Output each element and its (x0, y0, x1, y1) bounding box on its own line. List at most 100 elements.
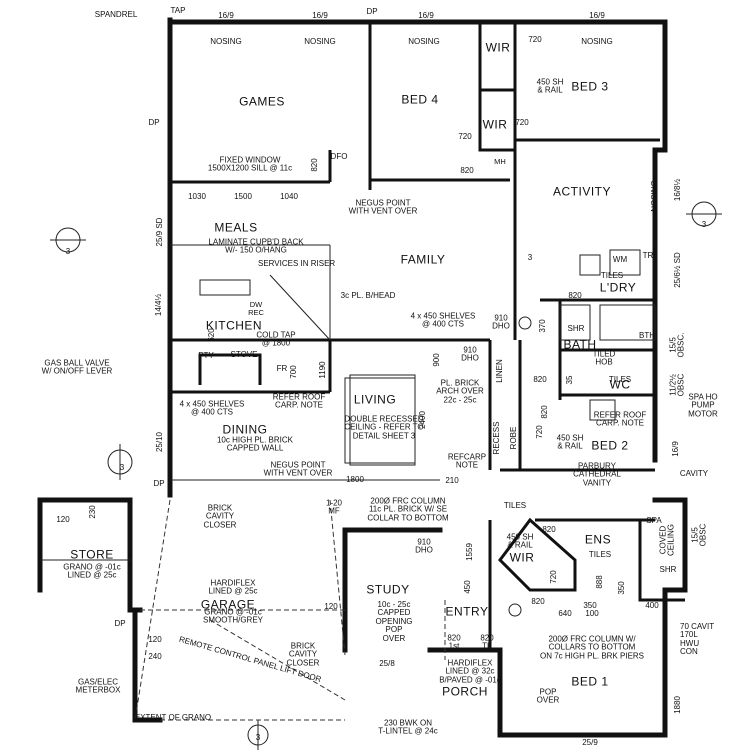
room-entry: ENTRY (445, 604, 489, 619)
room-ens: ENS (584, 532, 612, 547)
dashed-lines (134, 499, 446, 721)
note-640: 640 (558, 608, 572, 618)
note-dfo: DFO (330, 151, 348, 161)
label-stove: STOVE (230, 349, 258, 359)
note-nosing-5: NOSING (649, 180, 659, 212)
room-garage: GARAGE (200, 597, 256, 612)
note-400: 400 (645, 600, 659, 610)
room-games: GAMES (239, 94, 285, 109)
note-820-b: 820 (309, 158, 319, 172)
label-wm: WM (612, 254, 628, 264)
note-16-9-a: 16/9 (218, 10, 234, 20)
label-linen: LINEN (494, 359, 504, 383)
note-dp1: DP (148, 117, 160, 127)
room-store: STORE (70, 547, 114, 562)
note-tiles-1: TILES (600, 270, 624, 280)
note-cavity: CAVITY (679, 468, 709, 478)
note-section-3-e: 3 (527, 252, 533, 262)
room-dining: DINING (222, 422, 268, 437)
note-tiles-ens: TILES (588, 549, 612, 559)
note-900: 900 (431, 353, 441, 367)
note-mh: MH (494, 157, 506, 167)
note-120-b: 120 (324, 601, 338, 611)
note-1040: 1040 (280, 191, 298, 201)
note-720-c: 720 (515, 117, 529, 127)
note-1190: 1190 (317, 361, 327, 379)
note-sh-rail-top: 450 SH& RAIL (536, 77, 564, 95)
note-section-3-c: 3 (701, 219, 707, 229)
room-family: FAMILY (400, 252, 446, 267)
note-25-9-b: 25/9 (582, 737, 598, 747)
note-120-a: 120 (56, 514, 70, 524)
note-1500: 1500 (234, 191, 252, 201)
note-tiles-3: TILES (503, 500, 527, 510)
note-1800: 1800 (346, 474, 364, 484)
room-wc: WC (609, 377, 631, 392)
note-services: SERVICES IN RISER (258, 258, 336, 268)
note-section-3-d: 3 (255, 732, 261, 742)
note-cold-tap: COLD TAP@ 1800 (256, 330, 296, 348)
note-720-b: 720 (458, 131, 472, 141)
label-shr-ens: SHR (659, 564, 677, 574)
note-720-a: 720 (528, 34, 542, 44)
note-16-9-b: 16/9 (312, 10, 328, 20)
note-pl-bhead: 3c PL. B/HEAD (340, 290, 396, 300)
room-wir-mid: WIR (482, 117, 508, 132)
note-720-d: 720 (534, 425, 544, 439)
note-820-c: 820 (568, 290, 582, 300)
note-section-3-a: 3 (65, 246, 71, 256)
room-bed4: BED 4 (401, 92, 439, 107)
note-2400: 2400 (417, 411, 427, 429)
note-720-e: 720 (548, 570, 558, 584)
note-240: 240 (148, 651, 162, 661)
note-820-e: 820 (539, 405, 549, 419)
note-tap: TAP (170, 5, 186, 15)
note-1030: 1030 (188, 191, 206, 201)
room-wir-ens: WIR (509, 550, 535, 565)
note-16-9-side: 16/9 (670, 441, 680, 457)
room-bed3: BED 3 (571, 79, 609, 94)
note-25-6-sd: 25/6½ SD (672, 252, 682, 288)
note-370: 370 (537, 319, 547, 333)
section-markers (50, 201, 722, 750)
note-450: 450 (462, 580, 472, 594)
room-porch: PORCH (442, 684, 488, 699)
label-recess: RECESS (491, 421, 501, 455)
note-210: 210 (445, 475, 459, 485)
note-shelves-1: 4 x 450 SHELVES@ 400 CTS (410, 311, 476, 329)
note-spa: SPA (646, 515, 662, 525)
note-dp2: DP (366, 6, 378, 16)
note-16-9-c: 16/9 (418, 10, 434, 20)
note-nosing-1: NOSING (210, 36, 242, 46)
room-ldry: L'DRY (599, 280, 637, 295)
note-700: 700 (288, 365, 298, 379)
note-16-8: 16/8½ (672, 178, 682, 202)
room-study: STUDY (366, 582, 410, 597)
note-nosing-4: NOSING (581, 36, 613, 46)
label-fr: FR (276, 363, 288, 373)
note-620: 620 (206, 328, 216, 342)
note-820-f: 820 (542, 524, 556, 534)
note-sh-rail-ens: 450 SH& RAIL (506, 532, 534, 550)
